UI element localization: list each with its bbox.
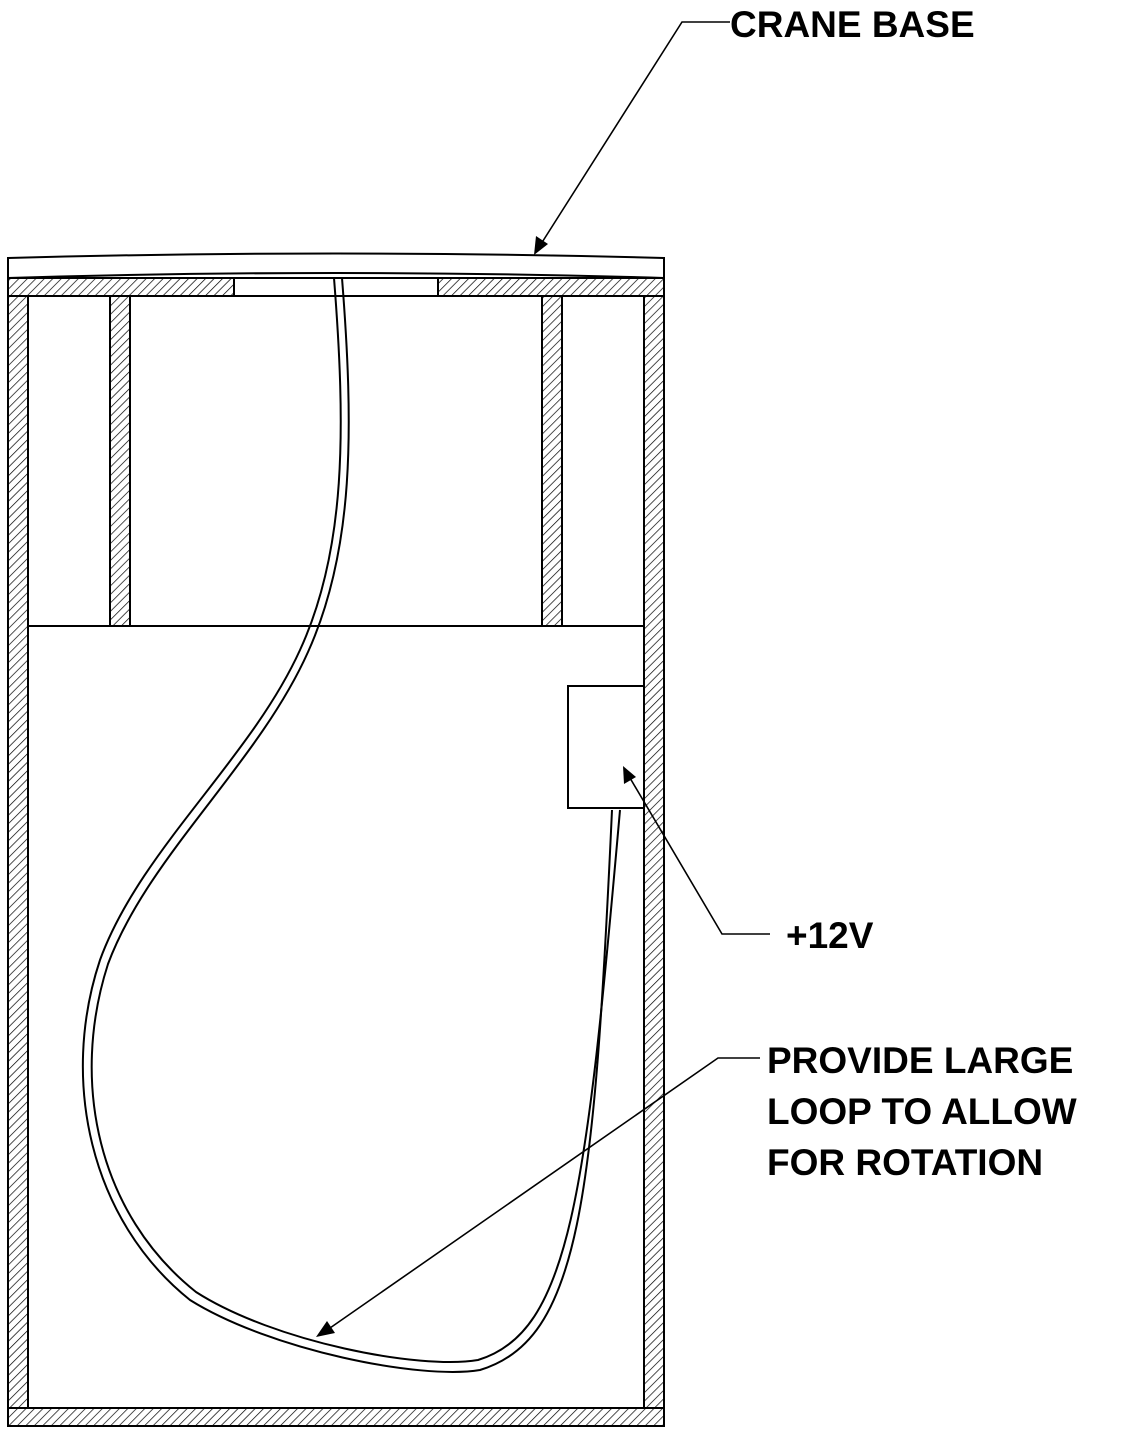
crane-base-leader xyxy=(534,21,730,255)
loop-note-line-1: PROVIDE LARGE xyxy=(767,1040,1073,1081)
left-wall xyxy=(7,295,29,1409)
cable-loop xyxy=(81,277,621,1373)
crane-base-plate xyxy=(7,252,665,280)
inner-post-left xyxy=(109,295,131,627)
top-flange-left xyxy=(7,277,235,297)
junction-box xyxy=(567,685,645,809)
crane-base-label: CRANE BASE xyxy=(730,4,975,45)
loop-note-leader xyxy=(316,1057,760,1337)
loop-note-line-2: LOOP TO ALLOW xyxy=(767,1091,1077,1132)
right-wall xyxy=(643,295,665,1409)
inner-post-right xyxy=(541,295,563,627)
loop-note-line-3: FOR ROTATION xyxy=(767,1142,1043,1183)
power-label: +12V xyxy=(786,915,874,956)
power-leader xyxy=(623,766,770,935)
top-flange-right xyxy=(437,277,665,297)
bottom-plate xyxy=(7,1407,665,1427)
